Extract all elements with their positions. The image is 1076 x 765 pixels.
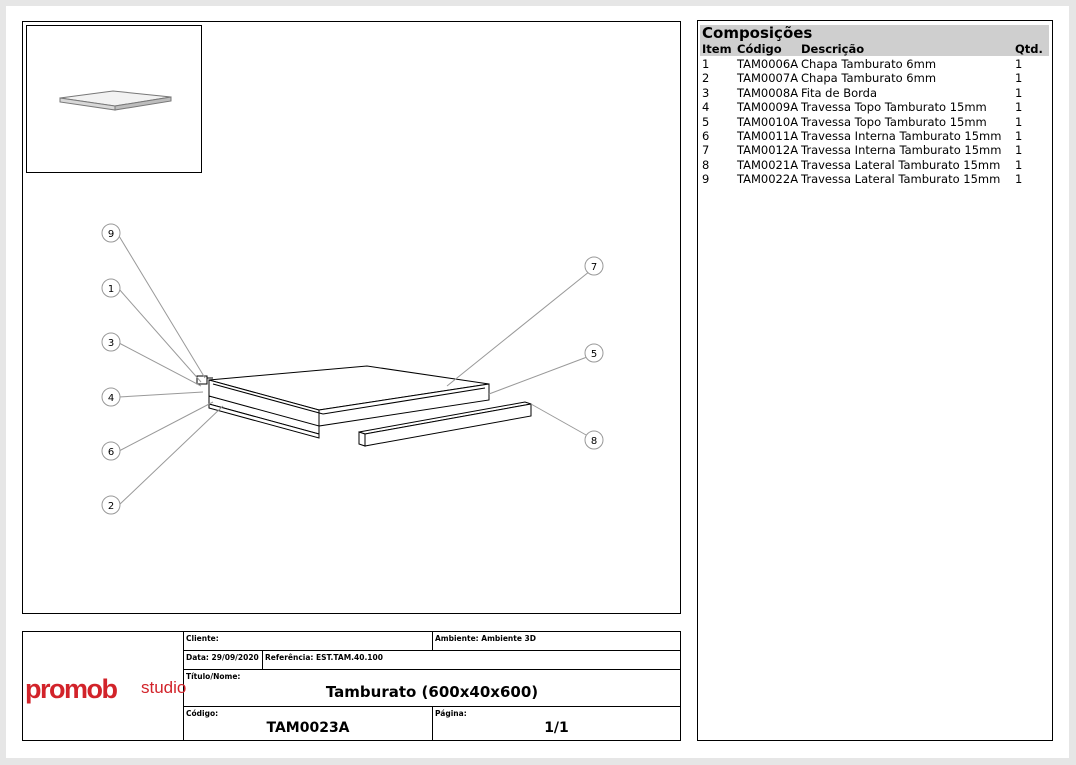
row-qty: 1	[1015, 128, 1023, 143]
code-label: Código:	[186, 709, 219, 718]
row-description: Travessa Interna Tamburato 15mm	[801, 143, 1002, 158]
balloon-3: 3	[101, 332, 121, 352]
row-qty: 1	[1015, 85, 1023, 100]
balloon-label: 2	[108, 501, 114, 512]
page-cell: Página: 1/1	[433, 707, 680, 740]
balloon-5: 5	[584, 343, 604, 363]
header-item: Item	[702, 42, 732, 56]
row-qty: 1	[1015, 114, 1023, 129]
balloon-7: 7	[584, 256, 604, 276]
client-label: Cliente:	[186, 634, 219, 643]
promob-logo-sub: studio	[141, 678, 187, 697]
table-row: 7 TAM0012A Travessa Interna Tamburato 15…	[700, 143, 1049, 157]
row-qty: 1	[1015, 172, 1023, 187]
compositions-rows: 1 TAM0006A Chapa Tamburato 6mm 1 2 TAM00…	[700, 57, 1049, 187]
balloon-label: 5	[591, 349, 597, 360]
code-cell: Código: TAM0023A	[184, 707, 433, 740]
reference-label: Referência: EST.TAM.40.100	[265, 653, 383, 662]
table-row: 1 TAM0006A Chapa Tamburato 6mm 1	[700, 57, 1049, 71]
table-row: 5 TAM0010A Travessa Topo Tamburato 15mm …	[700, 115, 1049, 129]
title-value: Tamburato (600x40x600)	[325, 683, 539, 701]
row-description: Travessa Lateral Tamburato 15mm	[801, 157, 1001, 172]
row-item: 3	[702, 85, 710, 100]
header-qty: Qtd.	[1015, 42, 1043, 56]
row-item: 9	[702, 172, 710, 187]
client-cell: Cliente:	[184, 632, 433, 651]
title-block: promob studio Cliente: Ambiente: Ambient…	[22, 631, 681, 741]
environment-cell: Ambiente: Ambiente 3D	[433, 632, 680, 651]
balloon-8: 8	[584, 430, 604, 450]
balloon-6: 6	[101, 441, 121, 461]
title-cell: Título/Nome: Tamburato (600x40x600)	[184, 670, 680, 707]
row-description: Fita de Borda	[801, 85, 878, 100]
table-row: 4 TAM0009A Travessa Topo Tamburato 15mm …	[700, 100, 1049, 114]
row-item: 2	[702, 71, 710, 86]
row-description: Chapa Tamburato 6mm	[801, 57, 937, 71]
header-code: Código	[737, 42, 782, 56]
table-row: 9 TAM0022A Travessa Lateral Tamburato 15…	[700, 172, 1049, 186]
row-item: 7	[702, 143, 710, 158]
balloon-label: 8	[591, 436, 597, 447]
logo-cell: promob studio	[23, 632, 187, 740]
table-row: 2 TAM0007A Chapa Tamburato 6mm 1	[700, 71, 1049, 85]
table-row: 3 TAM0008A Fita de Borda 1	[700, 86, 1049, 100]
balloon-9: 9	[101, 223, 121, 243]
row-qty: 1	[1015, 71, 1023, 86]
balloon-label: 4	[108, 393, 114, 404]
date-cell: Data: 29/09/2020	[184, 651, 263, 670]
row-code: TAM0008A	[737, 85, 799, 100]
row-item: 4	[702, 100, 710, 115]
reference-cell: Referência: EST.TAM.40.100	[263, 651, 680, 670]
environment-label: Ambiente: Ambiente 3D	[435, 634, 536, 643]
row-code: TAM0007A	[737, 71, 799, 86]
row-code: TAM0010A	[737, 114, 799, 129]
row-item: 1	[702, 57, 710, 71]
balloon-4: 4	[101, 387, 121, 407]
thumbnail-render	[59, 90, 172, 111]
row-description: Travessa Topo Tamburato 15mm	[801, 114, 987, 129]
row-description: Travessa Interna Tamburato 15mm	[801, 128, 1002, 143]
promob-logo: promob	[25, 674, 118, 704]
compositions-header: Item Código Descrição Qtd.	[700, 42, 1049, 56]
row-code: TAM0006A	[737, 57, 799, 71]
row-qty: 1	[1015, 57, 1023, 71]
row-item: 5	[702, 114, 710, 129]
row-description: Chapa Tamburato 6mm	[801, 71, 937, 86]
balloon-label: 7	[591, 262, 597, 273]
compositions-panel: Composições Item Código Descrição Qtd. 1…	[697, 20, 1053, 741]
page-value: 1/1	[544, 720, 569, 736]
balloon-label: 3	[108, 338, 114, 349]
row-item: 8	[702, 157, 710, 172]
table-row: 8 TAM0021A Travessa Lateral Tamburato 15…	[700, 158, 1049, 172]
row-description: Travessa Lateral Tamburato 15mm	[801, 172, 1001, 187]
row-qty: 1	[1015, 143, 1023, 158]
balloon-label: 9	[108, 229, 114, 240]
row-code: TAM0022A	[737, 172, 799, 187]
row-code: TAM0009A	[737, 100, 799, 115]
row-qty: 1	[1015, 100, 1023, 115]
balloon-2: 2	[101, 495, 121, 515]
code-value: TAM0023A	[266, 720, 350, 736]
balloon-label: 1	[108, 284, 114, 295]
page-label: Página:	[435, 709, 467, 718]
row-qty: 1	[1015, 157, 1023, 172]
balloon-label: 6	[108, 447, 114, 458]
row-description: Travessa Topo Tamburato 15mm	[801, 100, 987, 115]
compositions-title: Composições	[700, 25, 1049, 42]
row-item: 6	[702, 128, 710, 143]
balloon-1: 1	[101, 278, 121, 298]
date-label: Data: 29/09/2020	[186, 653, 259, 662]
table-row: 6 TAM0011A Travessa Interna Tamburato 15…	[700, 129, 1049, 143]
title-label: Título/Nome:	[186, 672, 241, 681]
drawing-sheet: 9 1 3 4 6 2 7	[6, 6, 1069, 758]
row-code: TAM0021A	[737, 157, 799, 172]
header-description: Descrição	[801, 42, 865, 56]
drawing-area: 9 1 3 4 6 2 7	[22, 21, 681, 614]
row-code: TAM0011A	[737, 128, 799, 143]
thumbnail-view	[26, 25, 202, 173]
exploded-view: 9 1 3 4 6 2 7	[101, 223, 604, 515]
row-code: TAM0012A	[737, 143, 799, 158]
